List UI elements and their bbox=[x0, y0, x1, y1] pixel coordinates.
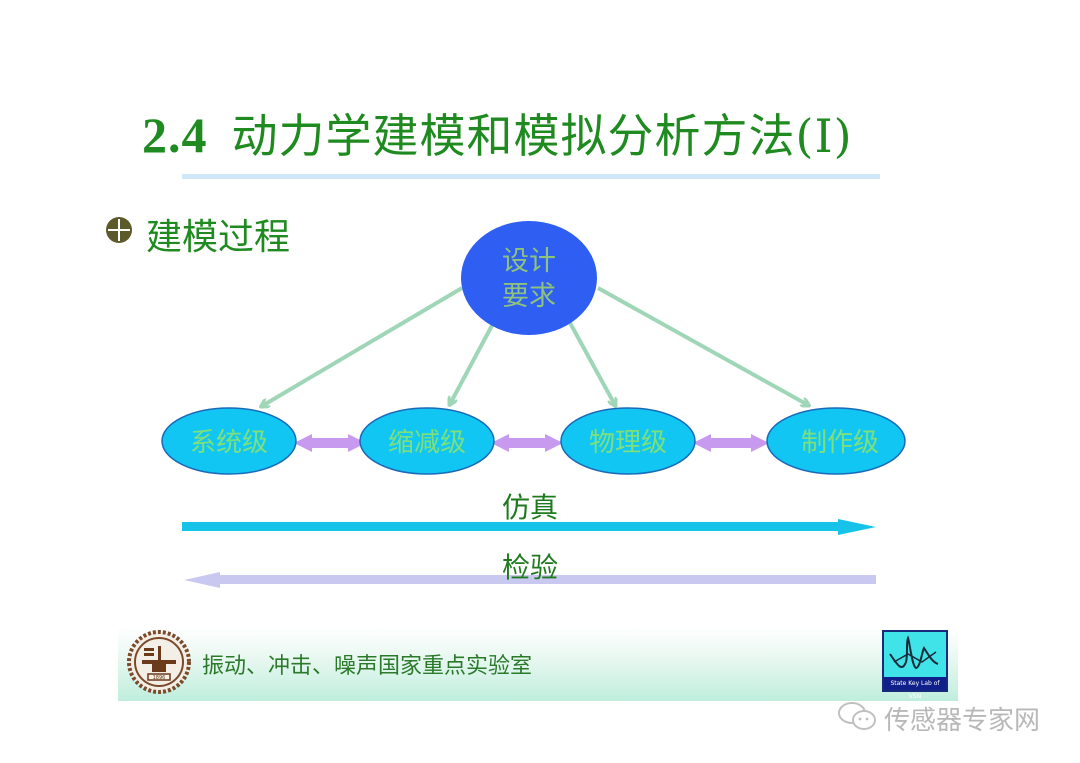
connector-to-fabrication-level bbox=[597, 286, 808, 405]
footer-banner bbox=[118, 627, 958, 701]
verification-label: 检验 bbox=[502, 551, 559, 584]
level-label-reduced: 缩减级 bbox=[388, 428, 466, 458]
level-label-fabrication: 制作级 bbox=[801, 428, 879, 458]
level-label-system: 系统级 bbox=[190, 428, 268, 458]
verification-arrow bbox=[184, 572, 876, 588]
bullet-icon bbox=[106, 217, 132, 243]
title-text: 动力学建模和模拟分析方法(Ⅰ) bbox=[231, 109, 853, 163]
lab-name: 振动、冲击、噪声国家重点实验室 bbox=[202, 654, 533, 679]
bidir-arrow-1 bbox=[294, 434, 366, 452]
level-node-fabrication: 制作级 bbox=[766, 407, 906, 475]
section-number: 2.4 bbox=[142, 107, 208, 163]
simulation-arrow bbox=[182, 519, 876, 535]
connector-to-reduced-level bbox=[450, 317, 498, 404]
simulation-label: 仿真 bbox=[502, 491, 559, 524]
waveform-icon bbox=[889, 635, 939, 670]
university-logo-icon: 1896 bbox=[127, 630, 191, 694]
top-node-line1: 设计 bbox=[502, 246, 556, 277]
title-underline bbox=[182, 174, 880, 179]
top-node-line2: 要求 bbox=[502, 281, 556, 312]
level-node-system: 系统级 bbox=[161, 407, 297, 475]
level-node-physical: 物理级 bbox=[560, 407, 696, 475]
top-node-design-requirements: 设计 要求 bbox=[461, 221, 597, 335]
bidir-arrow-2 bbox=[491, 434, 563, 452]
level-node-reduced: 缩减级 bbox=[359, 407, 495, 475]
watermark-text: 传感器专家网 bbox=[884, 706, 1041, 736]
slide-title: 2.4 动力学建模和模拟分析方法(Ⅰ) bbox=[142, 100, 853, 166]
connector-to-system-level bbox=[262, 286, 464, 406]
wechat-icon bbox=[838, 702, 876, 730]
connector-to-physical-level bbox=[567, 320, 615, 405]
lab-logo-caption: State Key Lab of VSN bbox=[884, 677, 946, 700]
bullet-heading: 建模过程 bbox=[146, 217, 291, 258]
logo-year: 1896 bbox=[153, 675, 166, 681]
level-label-physical: 物理级 bbox=[589, 428, 667, 458]
lab-logo-icon: State Key Lab of VSN bbox=[882, 630, 948, 700]
bidir-arrow-3 bbox=[693, 434, 769, 452]
